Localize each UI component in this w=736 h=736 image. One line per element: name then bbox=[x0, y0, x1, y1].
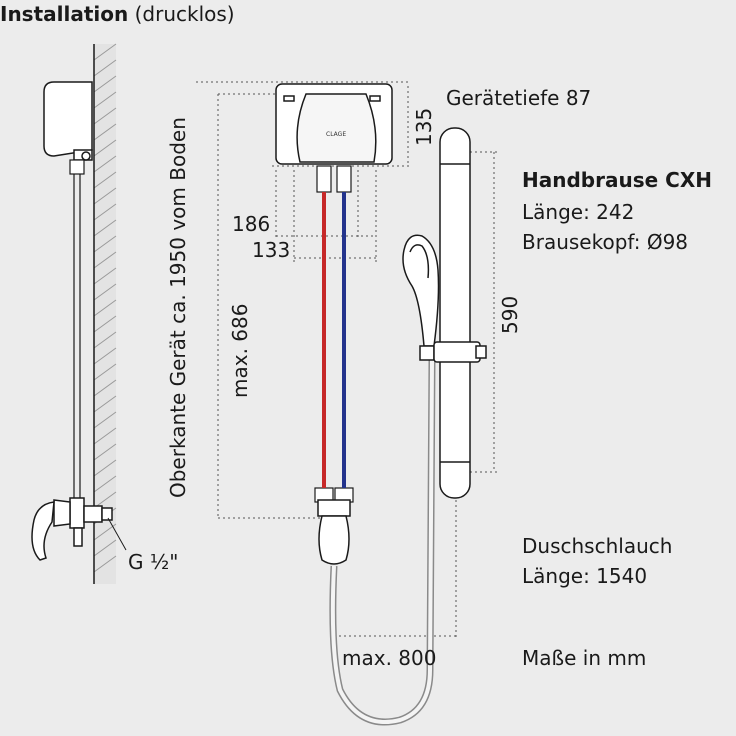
width-186-label: 186 bbox=[232, 212, 271, 236]
thread-leader bbox=[107, 517, 127, 551]
handshower bbox=[402, 234, 487, 363]
thread-label: G ½" bbox=[128, 550, 179, 574]
supply-pipes bbox=[322, 192, 346, 488]
side-view-heater bbox=[43, 81, 93, 161]
shower-hose bbox=[329, 359, 436, 726]
shower-rail bbox=[439, 127, 471, 499]
device-depth-label: Gerätetiefe 87 bbox=[446, 86, 592, 110]
side-view-mixer bbox=[31, 497, 113, 561]
title-sub: (drucklos) bbox=[134, 2, 235, 26]
mixer-front bbox=[317, 499, 351, 565]
handshower-title: Handbrause CXH bbox=[522, 168, 712, 192]
bar-590-label: 590 bbox=[498, 295, 522, 334]
device-logo: CLAGE bbox=[326, 131, 347, 138]
hose-title: Duschschlauch bbox=[522, 534, 673, 558]
hose-length: Länge: 1540 bbox=[522, 564, 648, 588]
max-800-label: max. 800 bbox=[342, 646, 437, 670]
side-view-pipe bbox=[69, 159, 85, 498]
max-686-label: max. 686 bbox=[228, 303, 252, 398]
pipe-fittings bbox=[314, 165, 354, 503]
wall-section bbox=[93, 43, 117, 584]
title: Installation (drucklos) bbox=[0, 4, 235, 24]
units-label: Maße in mm bbox=[522, 646, 647, 670]
height-135-label: 135 bbox=[412, 107, 436, 146]
top-edge-label: Oberkante Gerät ca. 1950 vom Boden bbox=[166, 117, 190, 498]
width-133-label: 133 bbox=[252, 238, 291, 262]
heater-unit bbox=[275, 83, 393, 165]
handshower-head: Brausekopf: Ø98 bbox=[522, 230, 689, 254]
handshower-length: Länge: 242 bbox=[522, 200, 635, 224]
title-main: Installation bbox=[0, 2, 129, 26]
